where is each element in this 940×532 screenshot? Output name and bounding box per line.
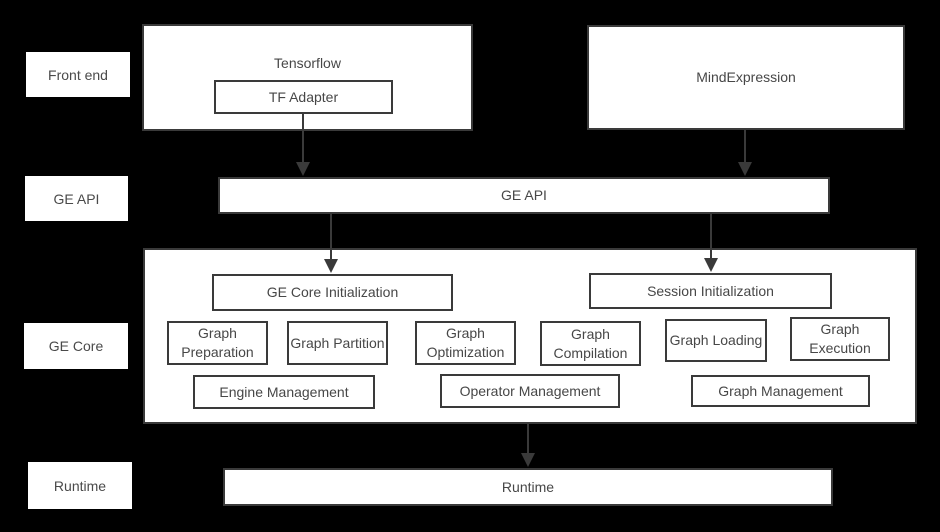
arrow-ge-core-to-runtime [521, 424, 535, 467]
runtime-box: Runtime [223, 468, 833, 506]
graph-management-box: Graph Management [691, 375, 870, 407]
side-label-front-end: Front end [26, 52, 130, 97]
arrow-mindexpression-to-ge-api [738, 130, 752, 176]
ge-core-initialization-box: GE Core Initialization [212, 274, 453, 311]
session-initialization-box: Session Initialization [589, 273, 832, 309]
side-label-ge-api: GE API [25, 176, 128, 221]
graph-compilation-box: Graph Compilation [540, 321, 641, 366]
graph-partition-box: Graph Partition [287, 321, 388, 365]
arrow-tf-adapter-to-ge-api [296, 114, 310, 176]
ge-api-box: GE API [218, 177, 830, 214]
tf-adapter-box: TF Adapter [214, 80, 393, 114]
tensorflow-box: Tensorflow [142, 24, 473, 131]
arrow-ge-api-to-ge-core-initialization [324, 214, 338, 273]
tensorflow-label: Tensorflow [274, 55, 341, 71]
side-label-ge-core: GE Core [24, 323, 128, 369]
operator-management-box: Operator Management [440, 374, 620, 408]
graph-loading-box: Graph Loading [665, 319, 767, 362]
mindexpression-box: MindExpression [587, 25, 905, 130]
engine-management-box: Engine Management [193, 375, 375, 409]
graph-optimization-box: Graph Optimization [415, 321, 516, 365]
graph-preparation-box: Graph Preparation [167, 321, 268, 365]
arrow-ge-api-to-session-initialization [704, 214, 718, 272]
graph-execution-box: Graph Execution [790, 317, 890, 361]
side-label-runtime: Runtime [28, 462, 132, 509]
